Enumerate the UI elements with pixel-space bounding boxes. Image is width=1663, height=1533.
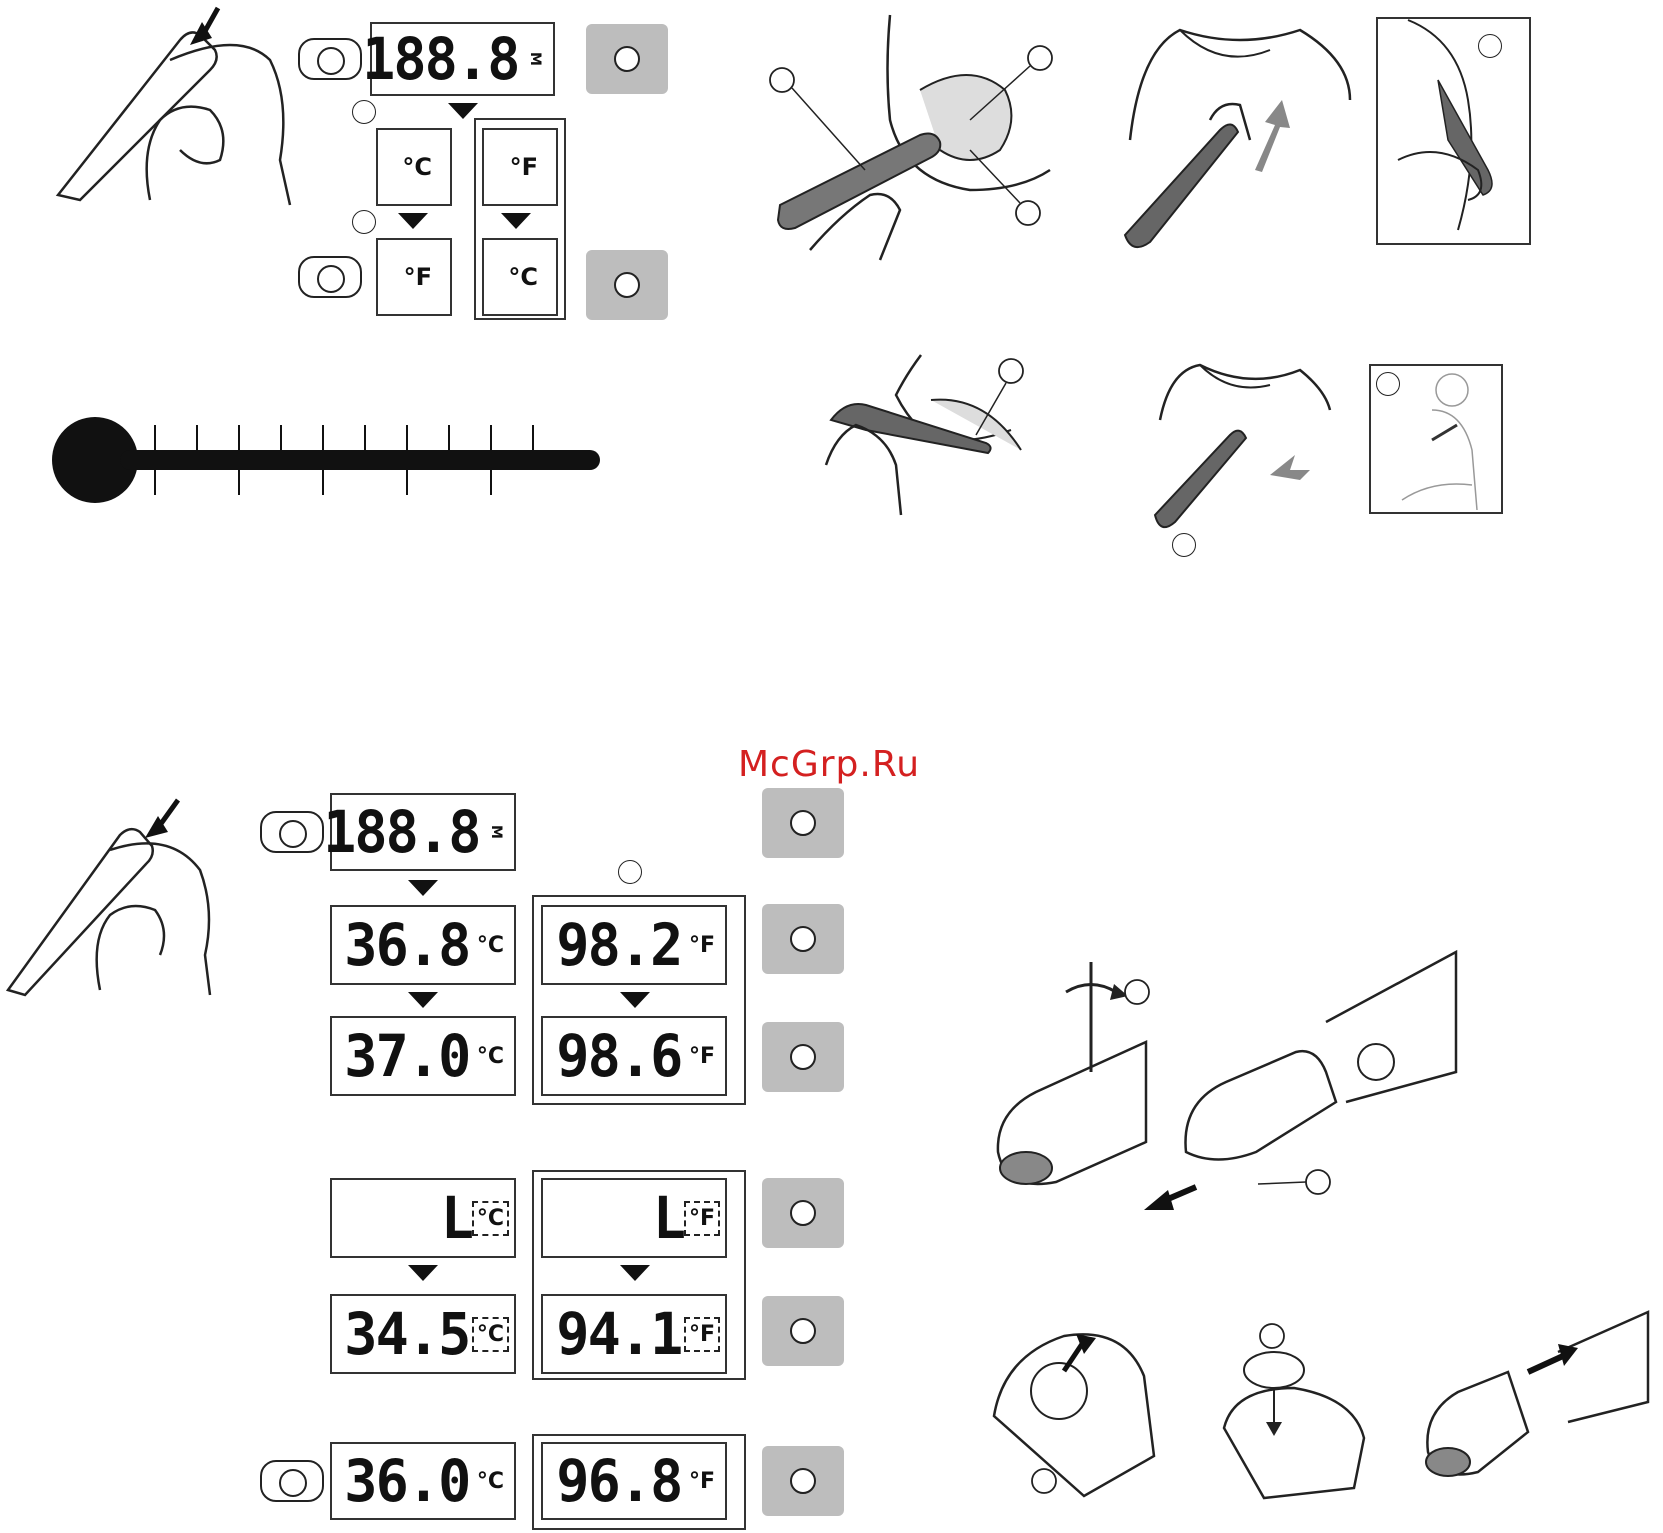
lcd-reading-f-1: 98.2 °F (541, 905, 727, 985)
button-press-icon-b6[interactable] (762, 1446, 844, 1516)
underarm-illustration-top (1120, 10, 1350, 250)
flashing-unit: °F (689, 1206, 715, 1231)
triangle-down-icon (398, 213, 428, 229)
flashing-unit: °C (477, 1322, 504, 1347)
lcd-value: 188.8 (363, 30, 519, 88)
reading-unit: °C (477, 933, 504, 958)
button-press-icon-b3[interactable] (762, 1022, 844, 1092)
button-press-icon-a2[interactable] (586, 250, 668, 320)
reading-unit: °C (477, 1044, 504, 1069)
lcd-reading-c-2: 37.0 °C (330, 1016, 516, 1096)
thermometer-scale-graphic (50, 410, 610, 520)
callout-circle-icon (352, 210, 376, 234)
reading-unit: °F (689, 1044, 715, 1069)
reading-value: 98.2 (557, 916, 682, 974)
battery-cap-removal-illustration (996, 952, 1496, 1222)
button-press-icon-b5[interactable] (762, 1296, 844, 1366)
callout-circle-icon (1172, 533, 1196, 557)
battery-removal-illustration (984, 1316, 1164, 1506)
memory-indicator-icon: M (488, 825, 504, 839)
reading-unit: °F (689, 933, 715, 958)
triangle-down-icon (448, 103, 478, 119)
lcd-rising-c: 34.5 °C (330, 1294, 516, 1374)
unit-label: °C (402, 153, 432, 181)
power-button-bubble[interactable] (260, 1460, 324, 1502)
underarm-illustration-bottom (1150, 360, 1350, 560)
seated-person-illustration (1372, 370, 1502, 510)
watermark: McGrp.Ru (738, 744, 920, 785)
unit-f-box: °F (482, 128, 558, 206)
power-button-bubble[interactable] (298, 38, 362, 80)
callout-circle-icon (618, 860, 642, 884)
reading-value: 98.6 (557, 1027, 682, 1085)
triangle-down-icon (620, 992, 650, 1008)
unit-label: °C (508, 263, 538, 291)
button-press-icon-a1[interactable] (586, 24, 668, 94)
final-unit: °C (477, 1469, 504, 1494)
reading-value: 37.0 (344, 1027, 469, 1085)
battery-insertion-illustration (1204, 1318, 1394, 1508)
lcd-value: 188.8 (324, 803, 480, 861)
triangle-down-icon (408, 992, 438, 1008)
under-tongue-illustration (826, 355, 1046, 525)
unit-c-box: °C (376, 128, 452, 206)
triangle-down-icon (408, 880, 438, 896)
low-value: L (653, 1189, 684, 1247)
button-press-icon-b1[interactable] (762, 788, 844, 858)
oral-measurement-illustration (770, 10, 1050, 270)
lcd-all-segments-a: 188.8 M (370, 22, 555, 96)
reading-value: 36.8 (344, 916, 469, 974)
hand-thermometer-illustration-top (40, 0, 300, 210)
rising-value: 94.1 (557, 1305, 682, 1363)
lcd-final-f: 96.8 °F (541, 1442, 727, 1520)
lcd-all-segments-b: 188.8 M (330, 793, 516, 871)
low-value: L (441, 1189, 472, 1247)
triangle-down-icon (501, 213, 531, 229)
button-press-icon-b2[interactable] (762, 904, 844, 974)
unit-label: °F (404, 263, 432, 291)
cap-reattach-illustration (1418, 1312, 1658, 1512)
lcd-rising-f: 94.1 °F (541, 1294, 727, 1374)
triangle-down-icon (408, 1265, 438, 1281)
triangle-down-icon (620, 1265, 650, 1281)
final-value: 96.8 (557, 1452, 682, 1510)
unit-f-box-2: °F (376, 238, 452, 316)
lcd-reading-c-1: 36.8 °C (330, 905, 516, 985)
hand-thermometer-illustration-bottom (0, 790, 220, 1000)
power-button-bubble[interactable] (298, 256, 362, 298)
power-button-bubble[interactable] (260, 811, 324, 853)
unit-c-box-2: °C (482, 238, 558, 316)
lcd-final-c: 36.0 °C (330, 1442, 516, 1520)
lcd-low-f: L °F (541, 1178, 727, 1258)
memory-indicator-icon: M (527, 52, 543, 66)
lcd-reading-f-2: 98.6 °F (541, 1016, 727, 1096)
final-unit: °F (689, 1469, 715, 1494)
underarm-detail-illustration-top (1378, 20, 1528, 240)
rising-value: 34.5 (344, 1305, 469, 1363)
lcd-low-c: L °C (330, 1178, 516, 1258)
callout-circle-icon (352, 100, 376, 124)
flashing-unit: °F (689, 1322, 715, 1347)
flashing-unit: °C (477, 1206, 504, 1231)
final-value: 36.0 (344, 1452, 469, 1510)
unit-label: °F (510, 153, 538, 181)
button-press-icon-b4[interactable] (762, 1178, 844, 1248)
